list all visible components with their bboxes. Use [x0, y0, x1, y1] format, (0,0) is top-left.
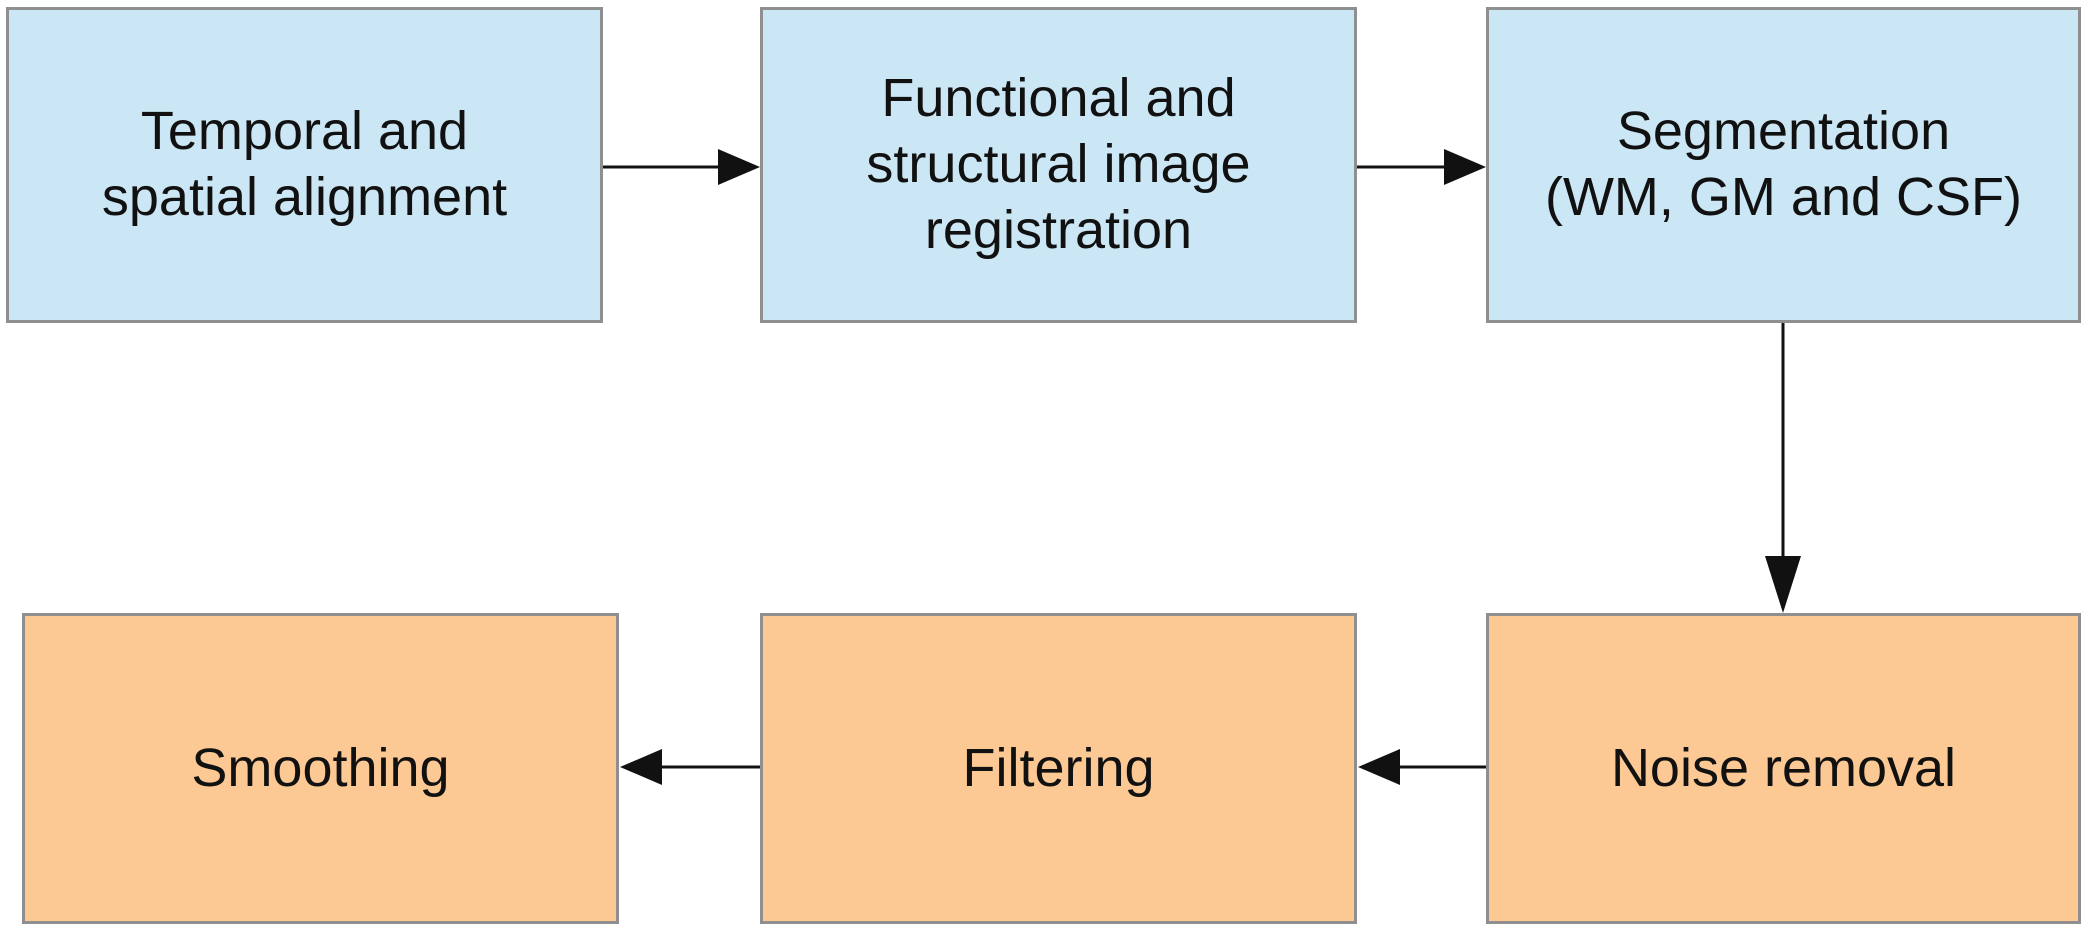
arrow-b4-to-b5 — [1358, 749, 1486, 785]
arrowhead-left-icon — [620, 749, 662, 785]
arrow-b2-to-b3 — [1357, 149, 1486, 185]
step-label: Noise removal — [1610, 737, 1957, 798]
step-filtering: Filtering — [760, 613, 1357, 924]
arrow-b1-to-b2 — [603, 149, 760, 185]
step-label: Segmentation (WM, GM and CSF) — [1544, 101, 2022, 227]
step-label: Smoothing — [191, 737, 450, 798]
arrow-b3-to-b4 — [1765, 323, 1801, 613]
step-image-registration: Functional and structural image registra… — [760, 7, 1357, 323]
step-smoothing: Smoothing — [22, 613, 619, 924]
arrowhead-down-icon — [1765, 556, 1801, 613]
step-label: Functional and structural image registra… — [866, 68, 1251, 260]
step-noise-removal: Noise removal — [1486, 613, 2081, 924]
arrowhead-right-icon — [1444, 149, 1486, 185]
step-temporal-spatial-alignment: Temporal and spatial alignment — [6, 7, 603, 323]
step-label: Filtering — [962, 737, 1155, 798]
arrowhead-left-icon — [1358, 749, 1400, 785]
step-label: Temporal and spatial alignment — [101, 101, 508, 227]
step-segmentation: Segmentation (WM, GM and CSF) — [1486, 7, 2081, 323]
arrowhead-right-icon — [718, 149, 760, 185]
arrow-b5-to-b6 — [620, 749, 760, 785]
